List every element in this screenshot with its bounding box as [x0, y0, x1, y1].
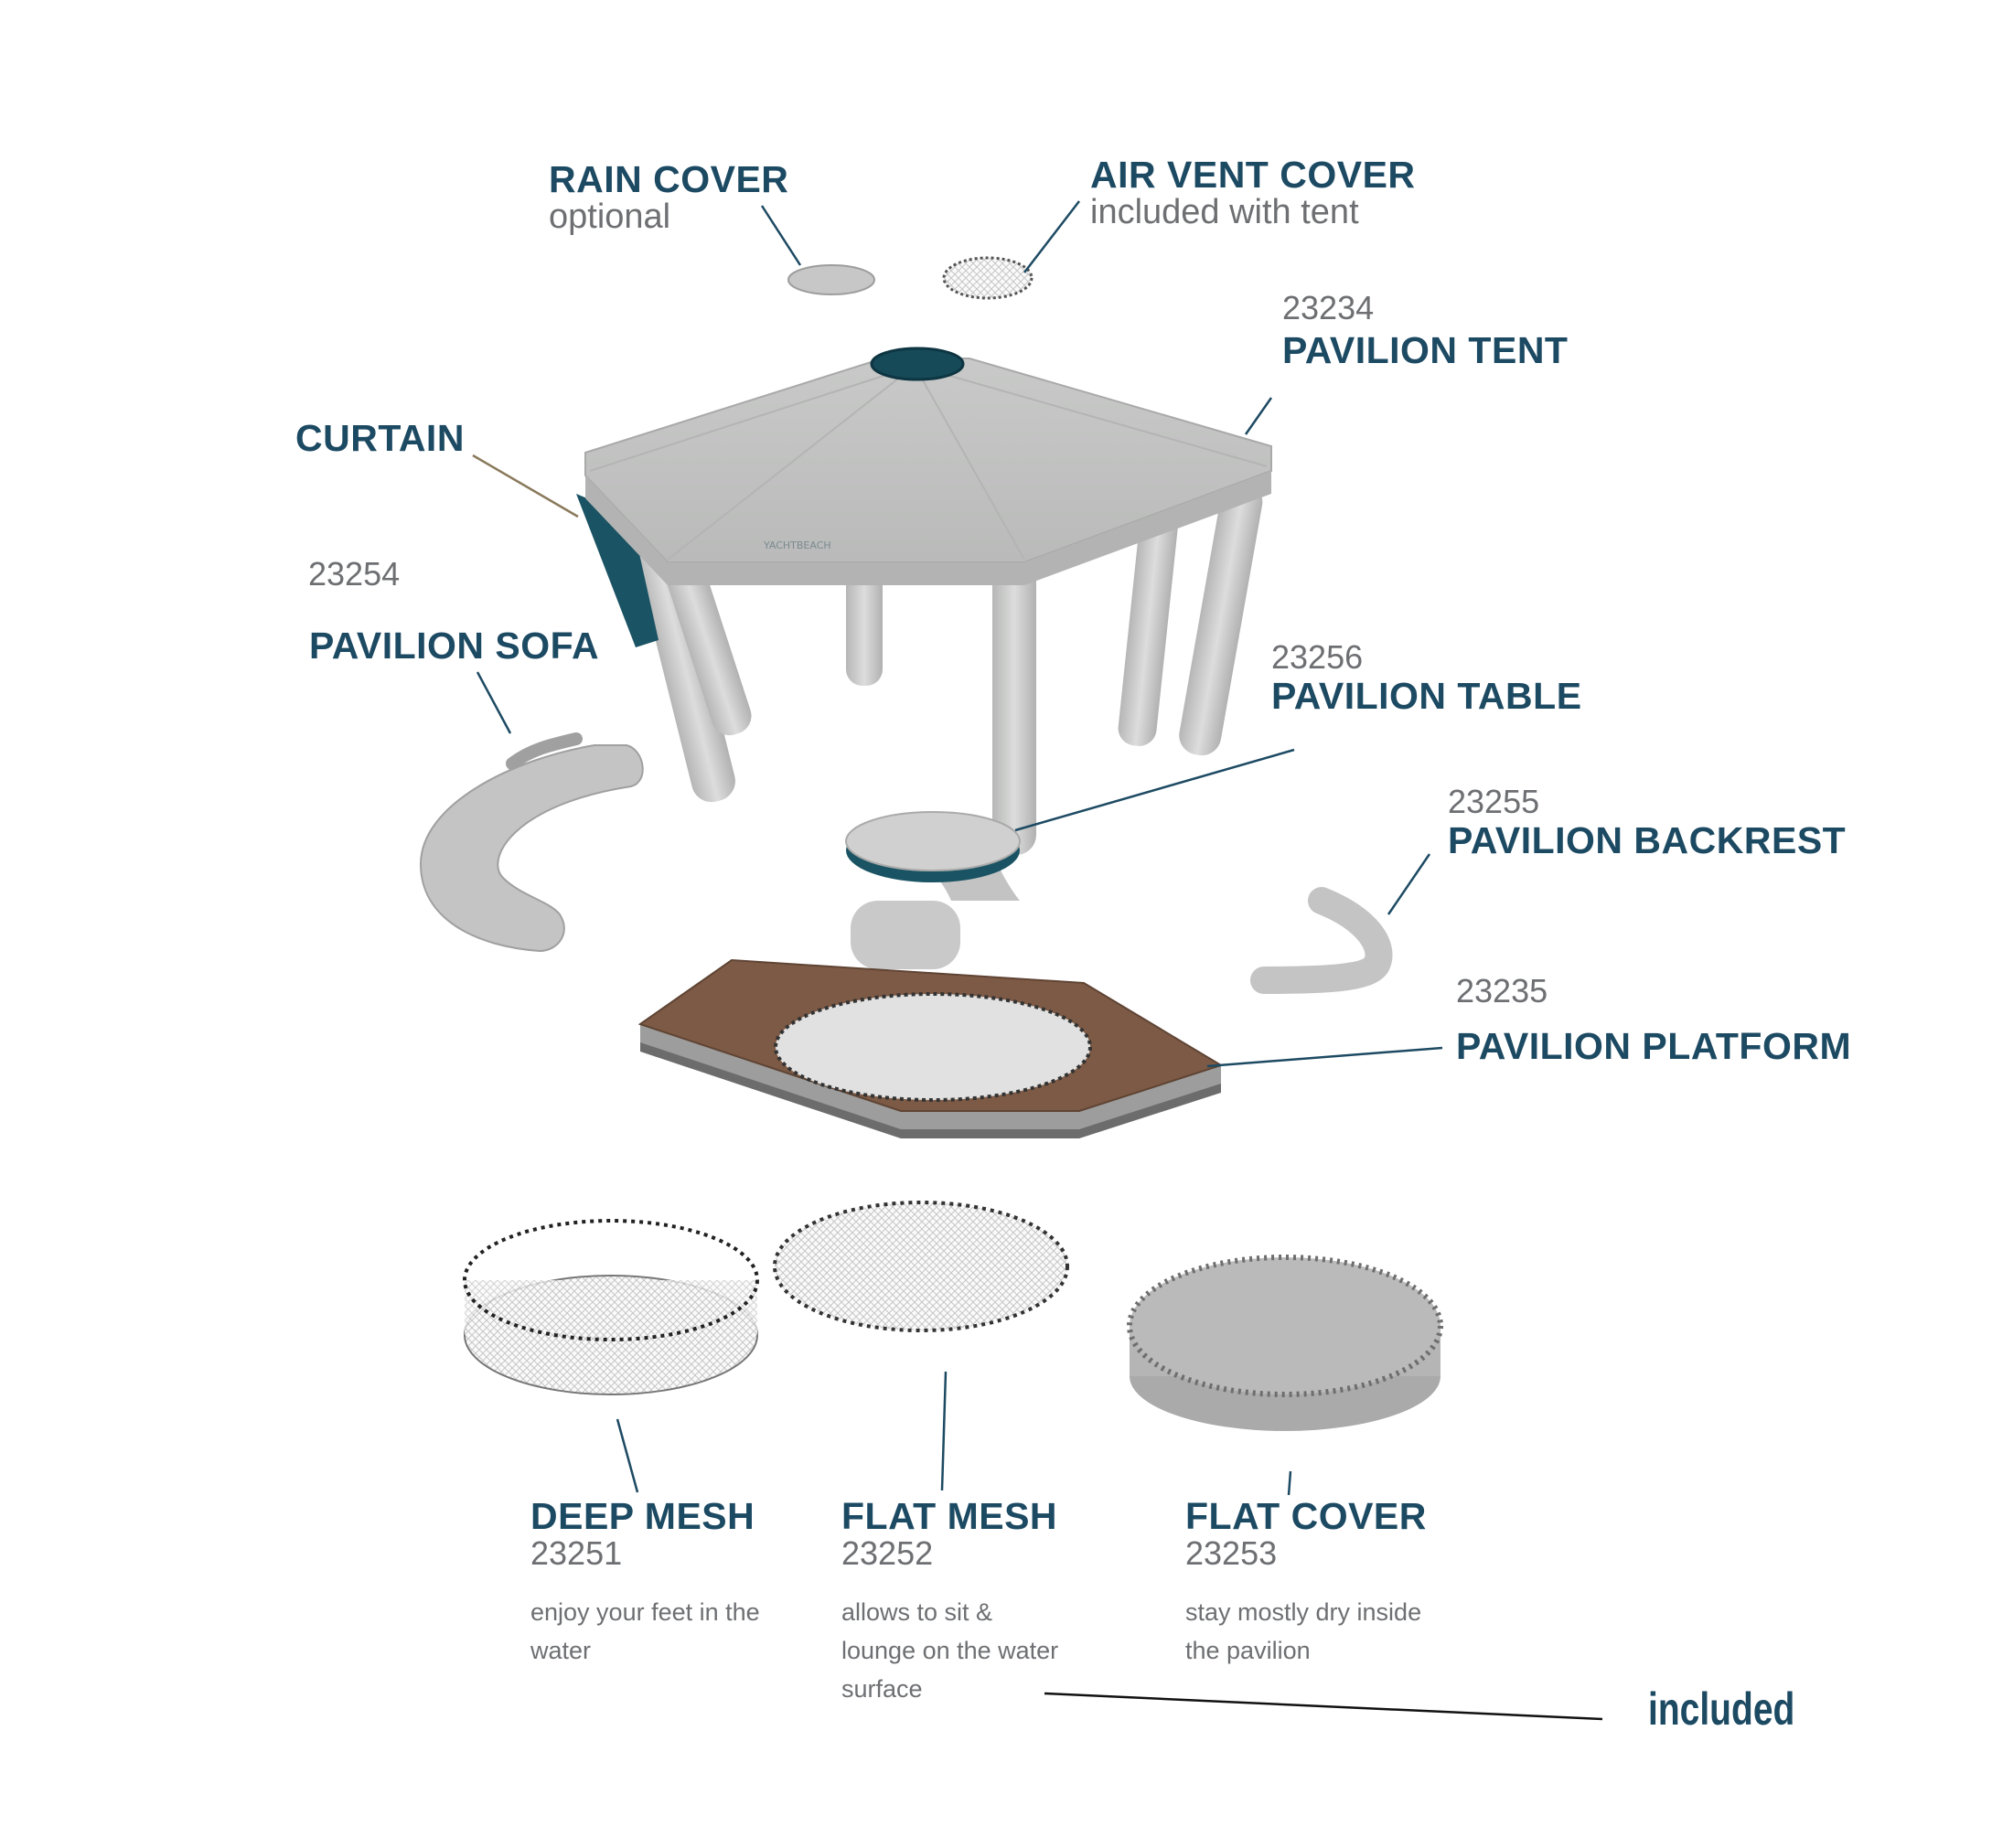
- air-vent-cover-label: AIR VENT COVER included with tent: [1090, 155, 1416, 231]
- tent-leg: [846, 562, 883, 686]
- roof-seam: [589, 365, 1268, 561]
- deep-mesh-code: 23251: [530, 1534, 623, 1573]
- platform-center-opening: [774, 992, 1092, 1102]
- pavilion-platform-label: 23235 PAVILION PLATFORM: [1456, 974, 1851, 1066]
- tent-leg: [627, 501, 735, 803]
- flat-mesh-label: FLAT MESH 23252 allows to sit & lounge o…: [841, 1495, 1061, 1708]
- air-vent-cover-note: included with tent: [1090, 193, 1359, 232]
- pavilion-table-code: 23256: [1271, 638, 1364, 676]
- deep-mesh-title: DEEP MESH: [530, 1495, 755, 1537]
- pavilion-tent-roof-edge: [585, 471, 1271, 585]
- air-vent-cover-disc: [942, 256, 1033, 300]
- included-label: included: [1648, 1683, 1795, 1735]
- flat-cover-description: stay mostly dry inside the pavilion: [1185, 1597, 1422, 1664]
- pavilion-platform-code: 23235: [1456, 972, 1548, 1009]
- flat-cover-label: FLAT COVER 23253 stay mostly dry inside …: [1185, 1495, 1427, 1670]
- pavilion-backrest-code: 23255: [1448, 783, 1540, 820]
- sofa-armrest: [506, 732, 583, 770]
- table-base: [851, 901, 960, 969]
- tent-leg: [1118, 507, 1179, 746]
- flat-mesh-code: 23252: [841, 1534, 934, 1573]
- deep-mesh-rim: [463, 1219, 759, 1341]
- pavilion-table-title: PAVILION TABLE: [1271, 674, 1582, 717]
- flat-cover-title: FLAT COVER: [1185, 1495, 1427, 1537]
- flat-mesh-description: allows to sit & lounge on the water surf…: [841, 1597, 1059, 1703]
- pavilion-table-label: 23256 PAVILION TABLE: [1271, 640, 1582, 716]
- pavilion-sofa: [419, 744, 644, 953]
- pavilion-platform-title: PAVILION PLATFORM: [1456, 1024, 1852, 1067]
- pavilion-backrest-label: 23255 PAVILION BACKREST: [1448, 785, 1846, 860]
- pavilion-backrest: [1250, 887, 1393, 994]
- pavilion-tent-title: PAVILION TENT: [1282, 328, 1569, 371]
- tent-leg: [992, 549, 1036, 855]
- flat-cover-top: [1127, 1255, 1443, 1397]
- curtain-panel: [576, 494, 659, 647]
- flat-cover-code: 23253: [1185, 1534, 1278, 1573]
- table-top: [845, 811, 1021, 871]
- deep-mesh-description: enjoy your feet in the water: [530, 1597, 760, 1664]
- leader-lines: [472, 200, 1443, 1496]
- air-vent-cover-title: AIR VENT COVER: [1090, 154, 1416, 196]
- pavilion-backrest-title: PAVILION BACKREST: [1448, 818, 1847, 861]
- deep-mesh-label: DEEP MESH 23251 enjoy your feet in the w…: [530, 1495, 768, 1670]
- pavilion-sofa-code: 23254: [308, 555, 401, 593]
- pavilion-sofa-title: PAVILION SOFA: [309, 625, 600, 667]
- rain-cover-label: RAIN COVER optional: [549, 158, 789, 237]
- roof-vent-opening: [870, 347, 965, 381]
- rain-cover-disc: [787, 264, 875, 295]
- rain-cover-note: optional: [549, 198, 671, 237]
- flat-mesh-title: FLAT MESH: [841, 1495, 1058, 1537]
- brand-logo-mark: YACHTBEACH: [763, 539, 831, 551]
- pavilion-tent-label: 23234 PAVILION TENT: [1282, 291, 1568, 370]
- curtain-label: CURTAIN: [295, 417, 465, 459]
- rain-cover-title: RAIN COVER: [549, 158, 789, 200]
- pavilion-tent-code: 23234: [1282, 289, 1375, 326]
- deep-mesh-wall: [465, 1280, 757, 1335]
- flat-mesh-disc: [773, 1201, 1069, 1332]
- tent-leg: [1179, 482, 1263, 756]
- included-bracket-line: [1044, 1692, 1603, 1721]
- curtain-title: CURTAIN: [295, 417, 465, 459]
